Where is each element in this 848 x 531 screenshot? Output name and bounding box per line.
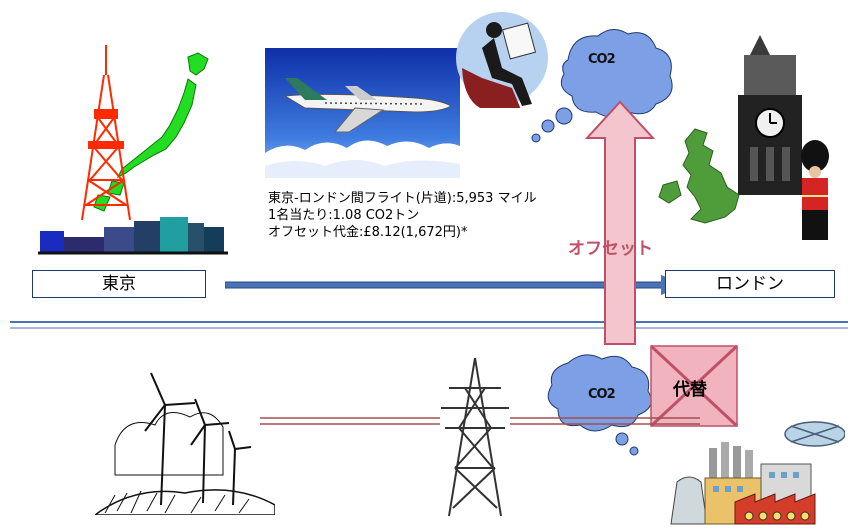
guard-icon — [801, 140, 829, 240]
factory-icon — [670, 421, 845, 525]
offset-arrow — [585, 100, 655, 345]
airplane-photo-icon — [265, 48, 460, 178]
substitute-box — [650, 345, 738, 427]
flight-distance: 東京-ロンドン間フライト(片道):5,953 マイル — [268, 191, 537, 206]
offset-label: オフセット — [568, 239, 653, 259]
flight-info: 東京-ロンドン間フライト(片道):5,953 マイル 1名当たり:1.08 CO… — [268, 190, 537, 241]
offset-cost: オフセット代金:£8.12(1,672円)* — [268, 225, 468, 240]
uk-map-icon — [658, 128, 740, 224]
tokyo-label: 東京 — [32, 270, 206, 298]
power-pylon-icon — [441, 358, 509, 517]
london-label: ロンドン — [665, 270, 835, 298]
substitute-label: 代替 — [673, 380, 707, 400]
big-ben-icon — [738, 35, 802, 195]
co2-cloud-bottom-icon — [547, 354, 652, 456]
per-person-co2: 1名当たり:1.08 CO2トン — [268, 208, 420, 223]
wind-turbine-icon — [95, 372, 275, 515]
co2-label-top: CO2 — [588, 52, 616, 67]
tokyo-tower-icon — [38, 45, 228, 255]
passenger-icon — [456, 12, 548, 108]
co2-cloud-icon — [531, 29, 673, 143]
co2-label-bottom: CO2 — [588, 387, 616, 402]
